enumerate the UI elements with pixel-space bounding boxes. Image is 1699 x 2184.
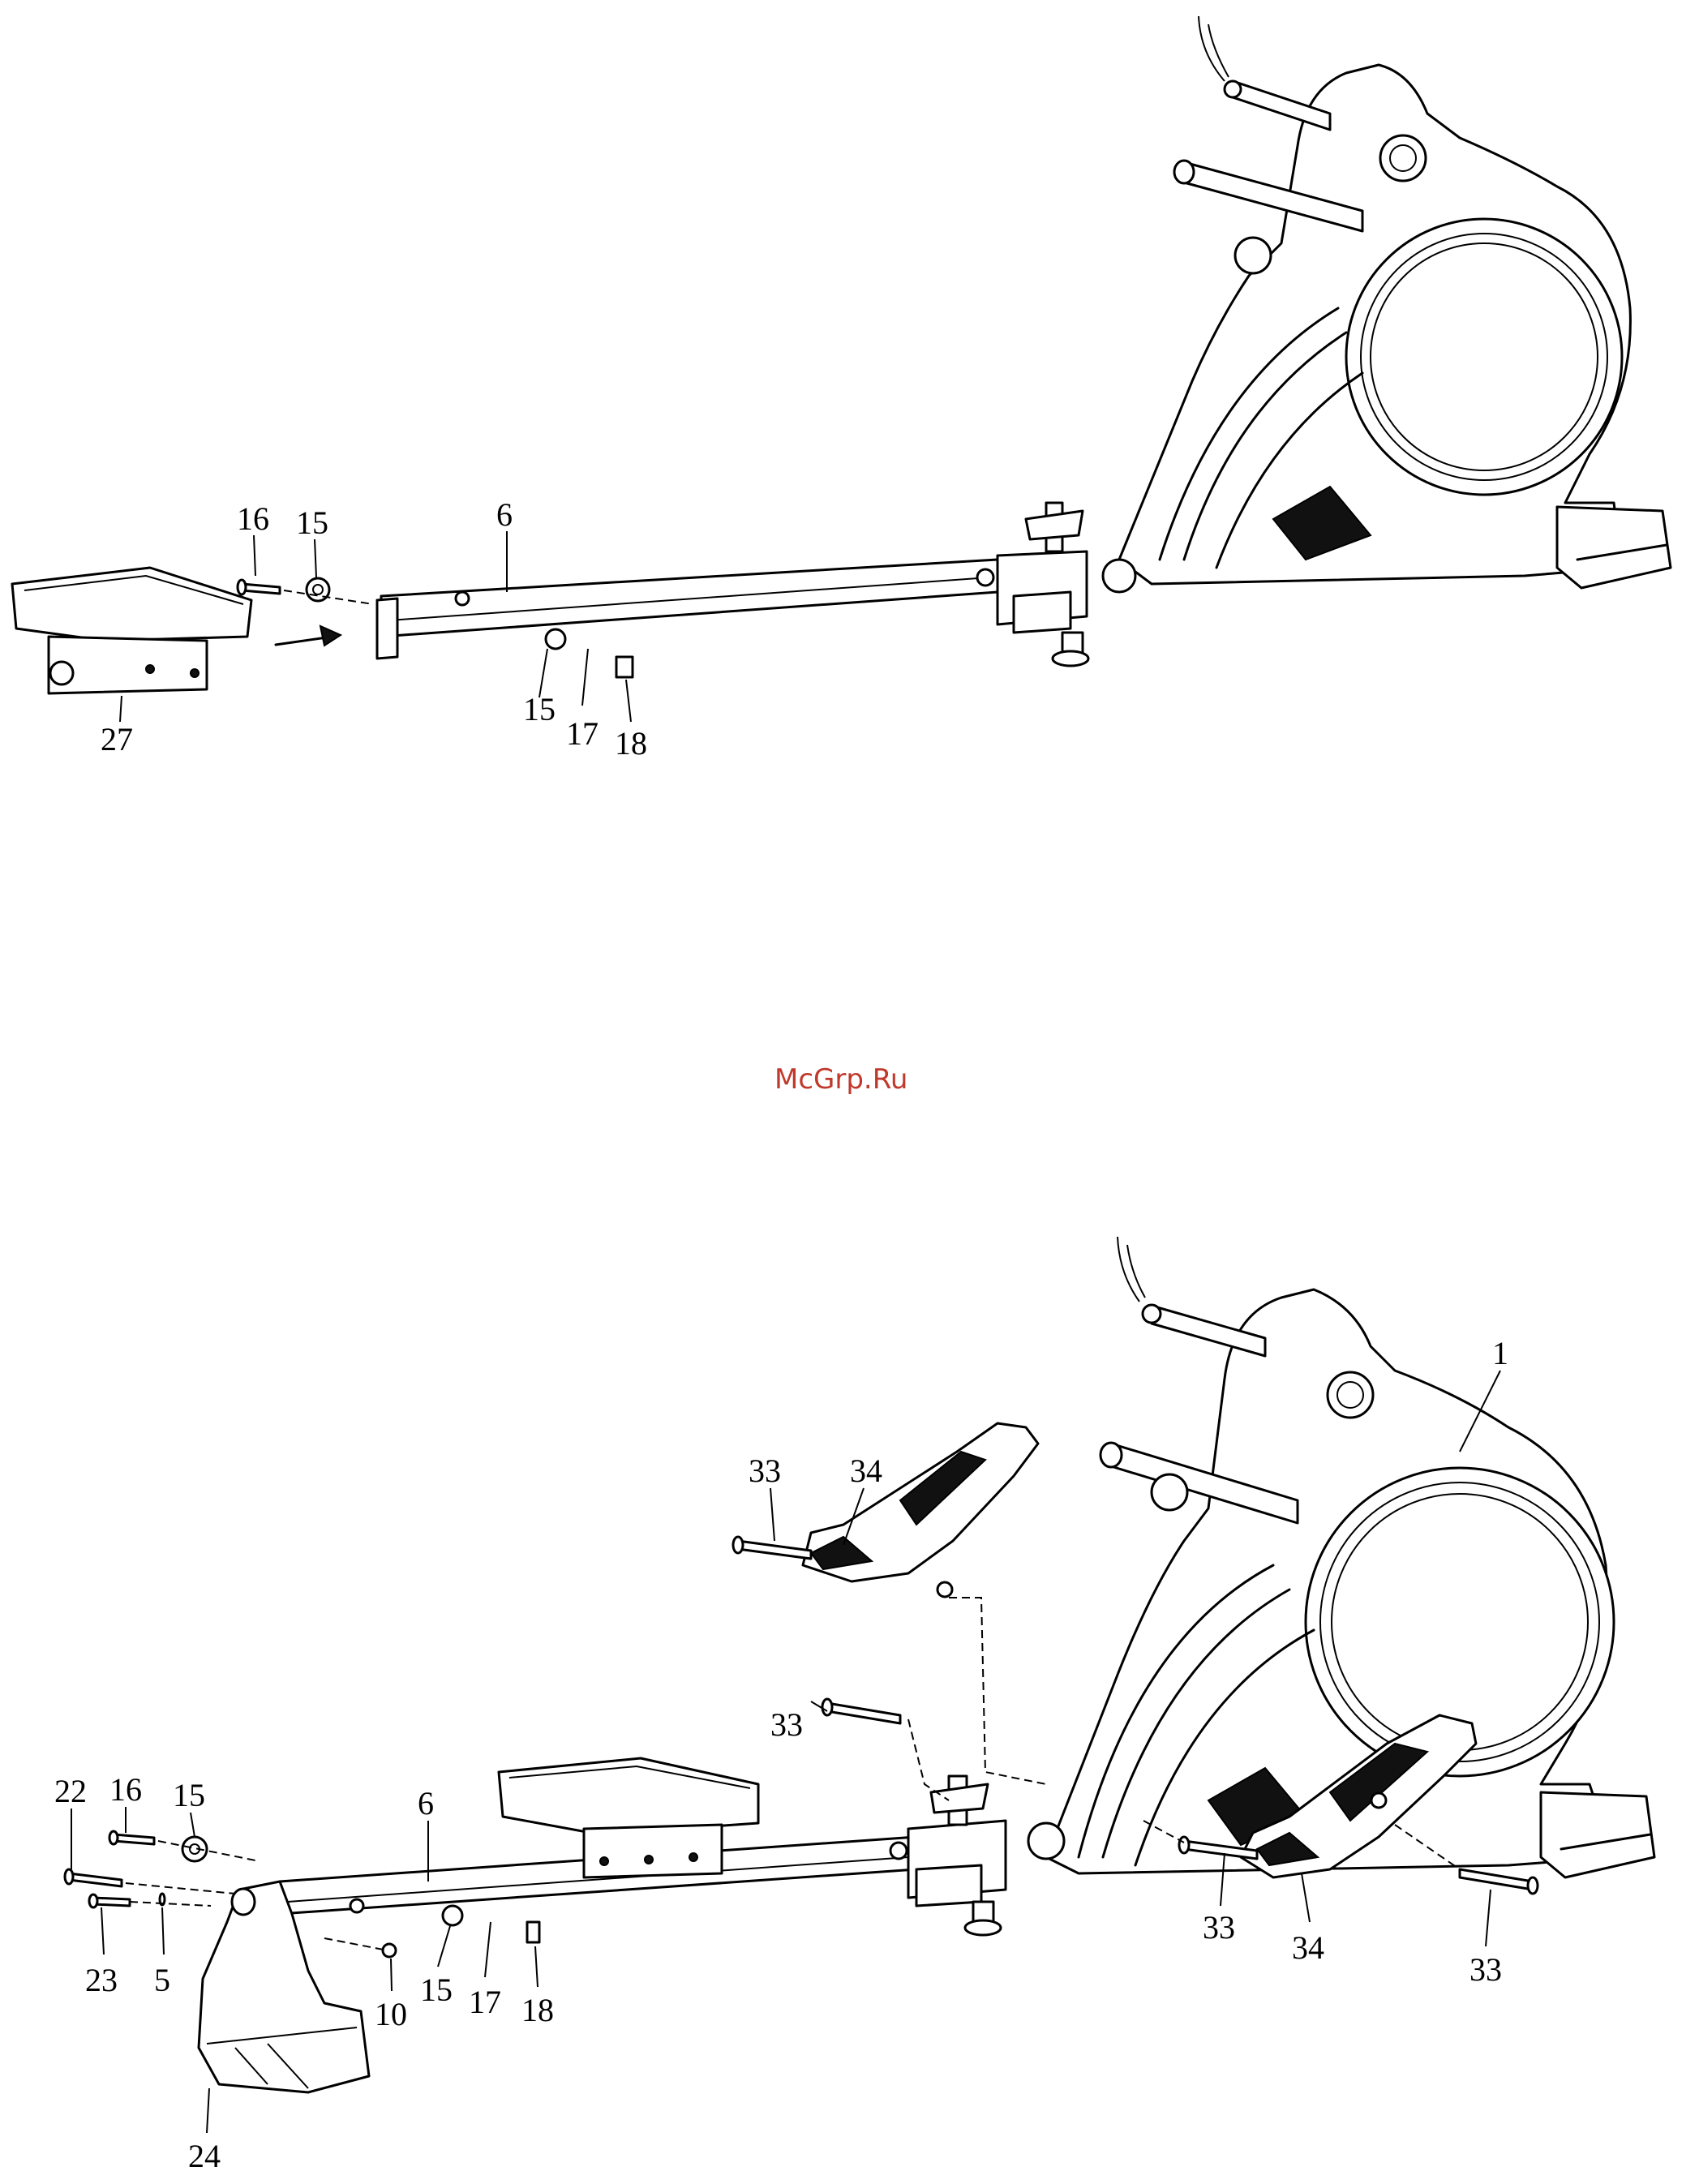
label-6: 6	[418, 1785, 434, 1821]
label-33-a: 33	[749, 1452, 781, 1489]
end-cap-24	[199, 1882, 369, 2092]
label-16: 16	[237, 500, 269, 537]
label-15b: 15	[523, 691, 556, 727]
label-17: 17	[469, 1984, 501, 2020]
label-34-upper: 34	[850, 1452, 882, 1489]
label-34-lower: 34	[1292, 1929, 1324, 1966]
seat-carriage-27	[12, 568, 251, 693]
pedal-34-upper	[803, 1423, 1038, 1597]
label-33-d: 33	[1469, 1951, 1502, 1988]
label-24: 24	[188, 2138, 221, 2174]
seat-bottom	[499, 1758, 758, 1877]
label-16: 16	[109, 1771, 142, 1808]
label-18: 18	[615, 725, 647, 762]
bolt-22	[65, 1869, 122, 1886]
label-17: 17	[566, 715, 599, 752]
bolt-18-bottom	[527, 1922, 539, 1942]
direction-arrow	[276, 626, 341, 646]
bolt-16-top	[238, 580, 280, 594]
label-27: 27	[101, 721, 133, 757]
bolt-33-d	[1460, 1869, 1538, 1894]
label-33-b: 33	[770, 1706, 803, 1743]
label-15: 15	[296, 504, 328, 541]
label-15b: 15	[420, 1972, 453, 2008]
label-10: 10	[375, 1996, 407, 2032]
nut-10	[383, 1944, 396, 1957]
label-18: 18	[521, 1992, 554, 2028]
label-1: 1	[1492, 1335, 1508, 1371]
bolt-16-bottom	[109, 1831, 154, 1844]
main-frame-top	[1119, 16, 1671, 588]
bolt-23	[89, 1894, 130, 1907]
bolt-33-b	[822, 1699, 900, 1723]
label-6: 6	[496, 496, 513, 533]
watermark: McGrp.Ru	[774, 1063, 907, 1096]
bolt-18-top	[616, 657, 633, 677]
rail-top	[377, 503, 1135, 666]
label-33-c: 33	[1203, 1909, 1235, 1946]
label-22: 22	[54, 1773, 87, 1809]
top-assembly-step: 16 15 6 27 15 17 18	[12, 16, 1671, 762]
bushing-15-bottom	[182, 1837, 207, 1861]
label-5: 5	[154, 1962, 170, 1998]
label-15: 15	[173, 1777, 205, 1813]
bottom-assembly-step: 1 33 34 33 22 16 15 6 23 5 10 15 17 18 2…	[54, 1237, 1654, 2174]
bolt-33-a	[733, 1537, 811, 1559]
label-23: 23	[85, 1962, 118, 1998]
